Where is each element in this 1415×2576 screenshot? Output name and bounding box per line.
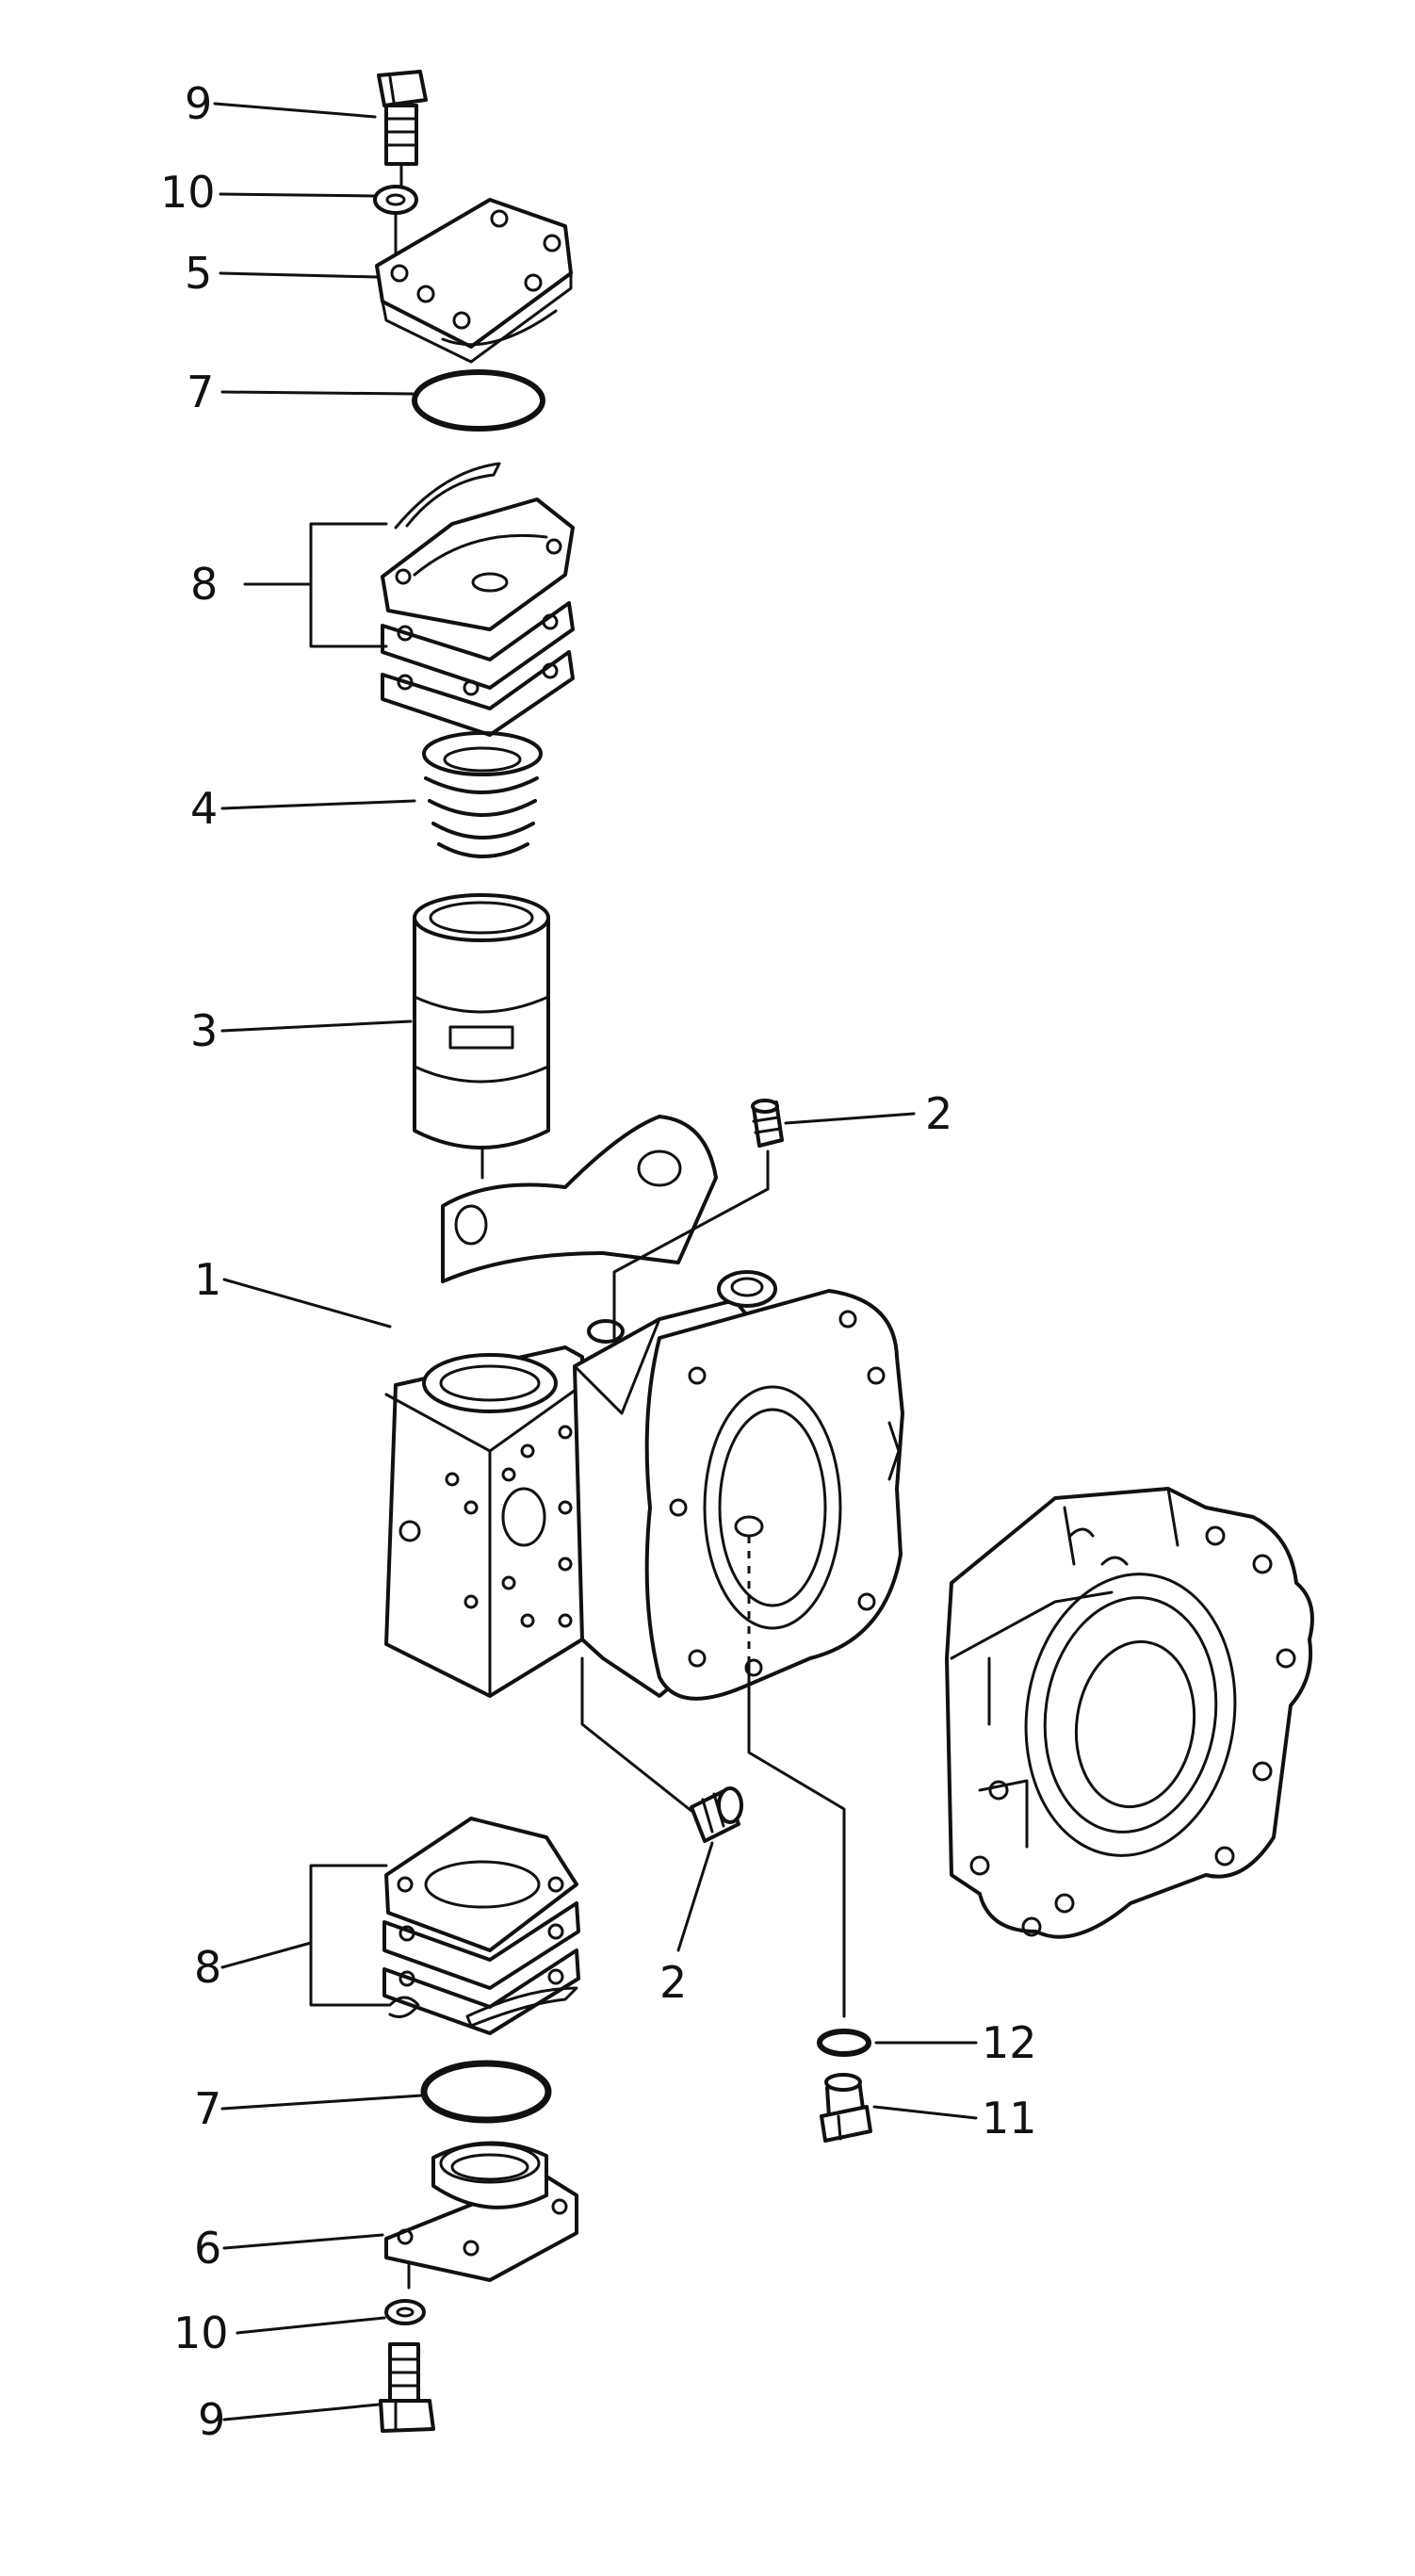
part-2-plug-top bbox=[612, 1099, 784, 1340]
callout-7-bottom: 7 bbox=[194, 2083, 221, 2134]
final-drive-housing bbox=[945, 1487, 1314, 1939]
part-1-housing bbox=[384, 1115, 904, 1701]
callout-8-top: 8 bbox=[190, 559, 218, 610]
callout-8-bottom: 8 bbox=[194, 1942, 221, 1993]
callout-6: 6 bbox=[194, 2223, 221, 2274]
callout-10-bottom: 10 bbox=[173, 2307, 229, 2358]
callout-11: 11 bbox=[982, 2093, 1037, 2144]
part-4-spring bbox=[422, 731, 543, 858]
callout-7-top: 7 bbox=[187, 367, 214, 417]
callout-10-top: 10 bbox=[160, 167, 216, 218]
part-10-washer-top bbox=[373, 185, 418, 254]
callout-1: 1 bbox=[194, 1254, 221, 1305]
part-6-cover-bottom bbox=[384, 2141, 578, 2290]
part-7-oring-top bbox=[412, 369, 545, 432]
part-8-shims-top bbox=[381, 462, 575, 737]
callout-2-top: 2 bbox=[925, 1088, 952, 1139]
part-9-bolt-top bbox=[377, 70, 428, 190]
part-7-oring-bottom bbox=[420, 2060, 552, 2124]
part-10-washer-bottom bbox=[384, 2299, 426, 2325]
part-3-sleeve bbox=[413, 893, 550, 1180]
callout-3: 3 bbox=[190, 1005, 218, 1056]
part-2-plug-bottom bbox=[690, 1786, 743, 1843]
part-8-shims-bottom bbox=[382, 1817, 580, 2035]
callout-5: 5 bbox=[185, 248, 212, 299]
part-12-oring-small bbox=[817, 2029, 871, 2057]
callout-12: 12 bbox=[982, 2017, 1037, 2068]
part-11-plug-fitting bbox=[820, 2073, 872, 2143]
callout-2-bottom: 2 bbox=[659, 1957, 687, 2008]
callout-9-top: 9 bbox=[185, 78, 212, 129]
callout-labels: 9 10 5 7 8 4 3 2 1 8 2 12 7 11 6 10 9 bbox=[160, 78, 1037, 2445]
leader-lines bbox=[213, 102, 978, 2421]
part-5-cover-top bbox=[375, 198, 573, 364]
part-9-bolt-bottom bbox=[379, 2342, 435, 2433]
callout-9-bottom: 9 bbox=[198, 2394, 225, 2445]
callout-4: 4 bbox=[190, 783, 218, 834]
